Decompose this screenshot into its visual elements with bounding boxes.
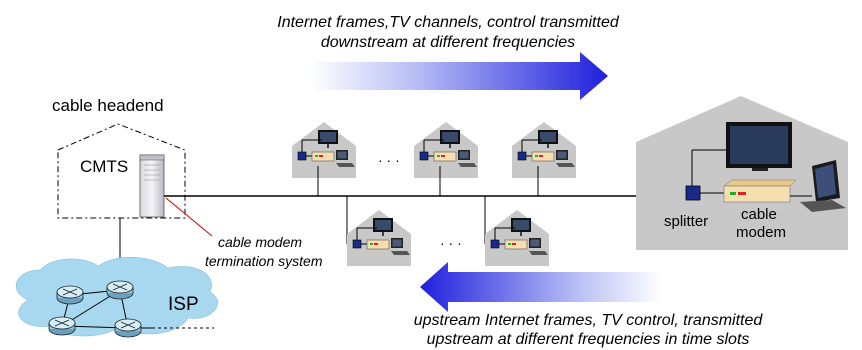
home-upper-3 — [511, 121, 577, 179]
router-icon — [106, 280, 134, 300]
splitter-label: splitter — [664, 213, 708, 230]
computer-icon — [790, 160, 846, 212]
cmts-tower — [139, 154, 165, 218]
upstream-text-line2: upstream at different frequencies in tim… — [427, 331, 750, 348]
home-lower-2 — [484, 209, 550, 267]
cmts-label: CMTS — [80, 157, 128, 176]
downstream-text-line2: downstream at different frequencies — [321, 34, 575, 51]
cable-modem-icon — [723, 179, 797, 203]
modem-label-line1: cable — [741, 206, 777, 223]
ellipsis-lower: · · · — [440, 235, 462, 251]
home-lower-1 — [346, 209, 412, 267]
cable-headend-label: cable headend — [52, 96, 164, 115]
router-icon — [114, 318, 142, 338]
router-icon — [48, 316, 76, 336]
upstream-text-line1: upstream Internet frames, TV control, tr… — [414, 312, 764, 329]
downstream-arrow — [310, 52, 608, 100]
home-upper-2 — [413, 121, 479, 179]
cmts-desc-line1: cable modem — [218, 234, 302, 250]
tv-icon — [726, 122, 792, 171]
home-upper-1 — [291, 121, 357, 179]
cmts-pointer-line — [165, 197, 213, 237]
ellipsis-upper: · · · — [378, 152, 400, 168]
upstream-arrow — [420, 262, 662, 312]
large-home — [636, 96, 848, 250]
modem-label-line2: modem — [736, 224, 786, 241]
isp-label: ISP — [168, 294, 199, 315]
headend-outline — [57, 123, 186, 219]
router-icon — [56, 285, 84, 305]
downstream-text-line1: Internet frames,TV channels, control tra… — [277, 14, 620, 31]
splitter-icon — [685, 185, 701, 201]
cmts-desc-line2: termination system — [205, 253, 323, 269]
